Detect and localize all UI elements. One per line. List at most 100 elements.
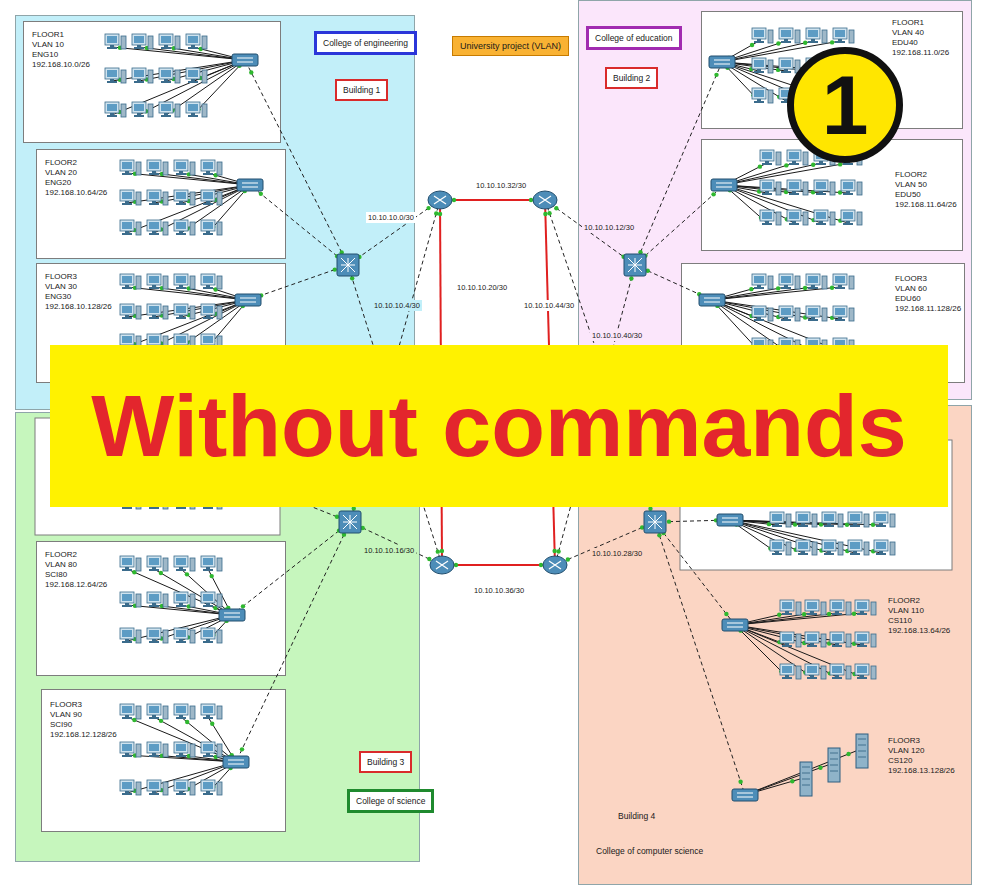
pc-screen — [176, 336, 186, 343]
building-label: Building 2 — [605, 67, 658, 89]
pc-stand — [152, 171, 156, 173]
pc-base — [176, 347, 186, 349]
pc-base — [149, 347, 159, 349]
pc-monitor — [174, 628, 188, 639]
pc-tower — [190, 782, 195, 795]
pc-base — [781, 287, 791, 289]
pc-stand — [137, 113, 141, 115]
pc-base — [816, 163, 826, 165]
pc-screen — [122, 276, 132, 283]
pc-tower — [190, 336, 195, 349]
pc-screen — [122, 594, 132, 601]
pc-screen — [816, 212, 826, 219]
pc-screen — [203, 336, 213, 343]
pc-screen — [843, 182, 853, 189]
pc-monitor — [147, 592, 161, 603]
pc-link — [127, 475, 232, 507]
pc-link — [712, 287, 840, 300]
pc-icon — [779, 58, 800, 73]
pc-monitor — [159, 102, 173, 113]
pc-base — [176, 233, 186, 235]
pc-monitor — [874, 540, 888, 551]
pc-screen — [816, 152, 826, 159]
pc-icon — [120, 704, 141, 719]
pc-base — [122, 173, 132, 175]
pc-tower — [857, 212, 862, 225]
floor-note: FLOOR3 — [888, 736, 955, 746]
link-light — [352, 506, 356, 510]
link-light — [657, 533, 661, 537]
pc-icon — [201, 190, 222, 205]
pc-icon — [147, 556, 168, 571]
pc-tower — [217, 630, 222, 643]
link-light — [132, 443, 136, 447]
pc-base — [149, 475, 159, 477]
pc-screen — [188, 36, 198, 43]
pc-icon — [805, 632, 826, 647]
pc-monitor — [174, 274, 188, 285]
link-light — [426, 206, 430, 210]
pc-monitor — [806, 28, 820, 39]
pc-icon — [805, 664, 826, 679]
pc-link — [181, 717, 236, 762]
pc-tower — [864, 542, 869, 555]
pc-monitor — [201, 304, 215, 315]
pc-base — [161, 115, 171, 117]
multilayer-switch-icon — [644, 511, 666, 533]
ethernet-link — [655, 522, 745, 795]
pc-screen — [781, 30, 791, 37]
pc-screen — [808, 30, 818, 37]
pc-screen — [832, 602, 842, 609]
pc-monitor — [830, 632, 844, 643]
pc-monitor — [147, 556, 161, 567]
pc-base — [798, 553, 808, 555]
pc-icon — [105, 34, 126, 49]
pc-tower — [776, 182, 781, 195]
serial-link — [545, 200, 555, 565]
pc-icon — [201, 704, 222, 719]
pc-monitor — [120, 220, 134, 231]
pc-link — [127, 615, 232, 641]
pc-monitor — [147, 780, 161, 791]
pc-monitor — [833, 274, 847, 285]
pc-screen — [754, 30, 764, 37]
pc-monitor — [147, 628, 161, 639]
pc-tower — [768, 60, 773, 73]
switch-icon — [711, 179, 737, 191]
pc-monitor — [848, 512, 862, 523]
switch-icon — [709, 56, 735, 68]
floor-note: VLAN 120 — [888, 746, 955, 756]
pc-base — [772, 525, 782, 527]
pc-tower — [217, 432, 222, 445]
pc-stand — [152, 603, 156, 605]
floor-note: 192.168.10.64/26 — [45, 188, 107, 198]
floor-note: FLOOR2 — [45, 158, 107, 168]
pc-screen — [835, 340, 845, 347]
pc-icon — [147, 274, 168, 289]
pc-tower — [136, 192, 141, 205]
pc-monitor — [833, 28, 847, 39]
floor-note: VLAN 90 — [50, 710, 117, 720]
link-light — [132, 502, 136, 506]
pc-monitor — [833, 88, 847, 99]
pc-stand — [811, 39, 815, 41]
pc-screen — [762, 152, 772, 159]
pc-base — [176, 475, 186, 477]
pc-icon — [174, 780, 195, 795]
pc-icon — [855, 664, 876, 679]
link-light — [838, 162, 842, 166]
pc-screen — [176, 162, 186, 169]
pc-tower — [768, 340, 773, 353]
server-body — [800, 762, 812, 796]
ethernet-link — [348, 265, 442, 565]
pc-tower — [849, 276, 854, 289]
pc-base — [807, 645, 817, 647]
pc-monitor — [770, 540, 784, 551]
link-address: 10.10.10.4/30 — [372, 300, 422, 311]
pc-screen — [781, 60, 791, 67]
pc-screen — [798, 514, 808, 521]
pc-base — [122, 717, 132, 719]
pc-icon — [201, 780, 222, 795]
pc-stand — [152, 285, 156, 287]
callout-number: 1 — [822, 63, 869, 147]
